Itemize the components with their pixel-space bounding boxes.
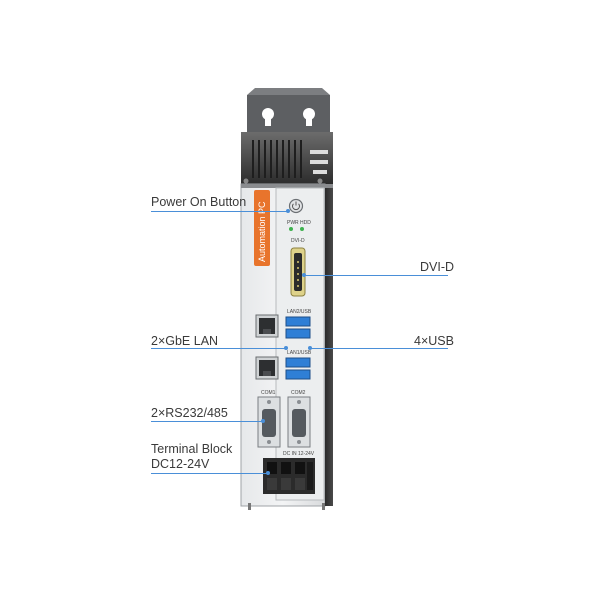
pwr-led	[289, 227, 293, 231]
hdd-led	[300, 227, 304, 231]
callout-gbe-lan: 2×GbE LAN	[151, 334, 219, 348]
callout-line-dvi	[304, 275, 448, 276]
svg-text:Automation PC: Automation PC	[257, 201, 267, 262]
callout-usb: 4×USB	[414, 334, 454, 348]
callout-line-usb	[310, 348, 448, 349]
callout-power-button: Power On Button	[151, 195, 247, 209]
heatsink-top	[241, 132, 333, 184]
lan2-port	[255, 314, 279, 338]
callout-terminal-block: Terminal Block	[151, 442, 233, 456]
mounting-bracket	[247, 88, 330, 140]
dvi-port	[290, 247, 306, 297]
lan1-port	[255, 356, 279, 380]
device-body	[240, 178, 333, 510]
svg-text:DC IN 12-24V: DC IN 12-24V	[283, 451, 315, 457]
power-button[interactable]	[288, 198, 304, 214]
callout-dot-rs232	[261, 419, 265, 423]
svg-text:LAN2/USB: LAN2/USB	[287, 309, 312, 315]
svg-text:DVI-D: DVI-D	[291, 238, 305, 244]
svg-text:COM1: COM1	[261, 390, 276, 396]
callout-dot-power	[286, 209, 290, 213]
svg-text:COM2: COM2	[291, 390, 306, 396]
callout-line-power	[151, 211, 288, 212]
callout-dot-usb	[308, 346, 312, 350]
callout-dot-dvi	[302, 273, 306, 277]
callout-rs232: 2×RS232/485	[151, 406, 228, 420]
terminal-block	[263, 458, 315, 494]
callout-line-terminal	[151, 473, 268, 474]
com2-port	[287, 396, 311, 448]
usb-ports-lower	[285, 357, 311, 380]
callout-terminal-voltage: DC12-24V	[151, 457, 210, 471]
callout-line-rs232	[151, 421, 263, 422]
callout-dot-terminal	[266, 471, 270, 475]
automation-pc-side-label: Automation PC	[254, 190, 270, 266]
com1-port	[257, 396, 281, 448]
svg-text:LAN1/USB: LAN1/USB	[287, 350, 312, 356]
svg-text:PWR HDD: PWR HDD	[287, 220, 311, 226]
callout-line-lan	[151, 348, 286, 349]
usb-ports-upper	[285, 316, 311, 339]
callout-dvi: DVI-D	[420, 260, 455, 274]
callout-dot-lan	[284, 346, 288, 350]
